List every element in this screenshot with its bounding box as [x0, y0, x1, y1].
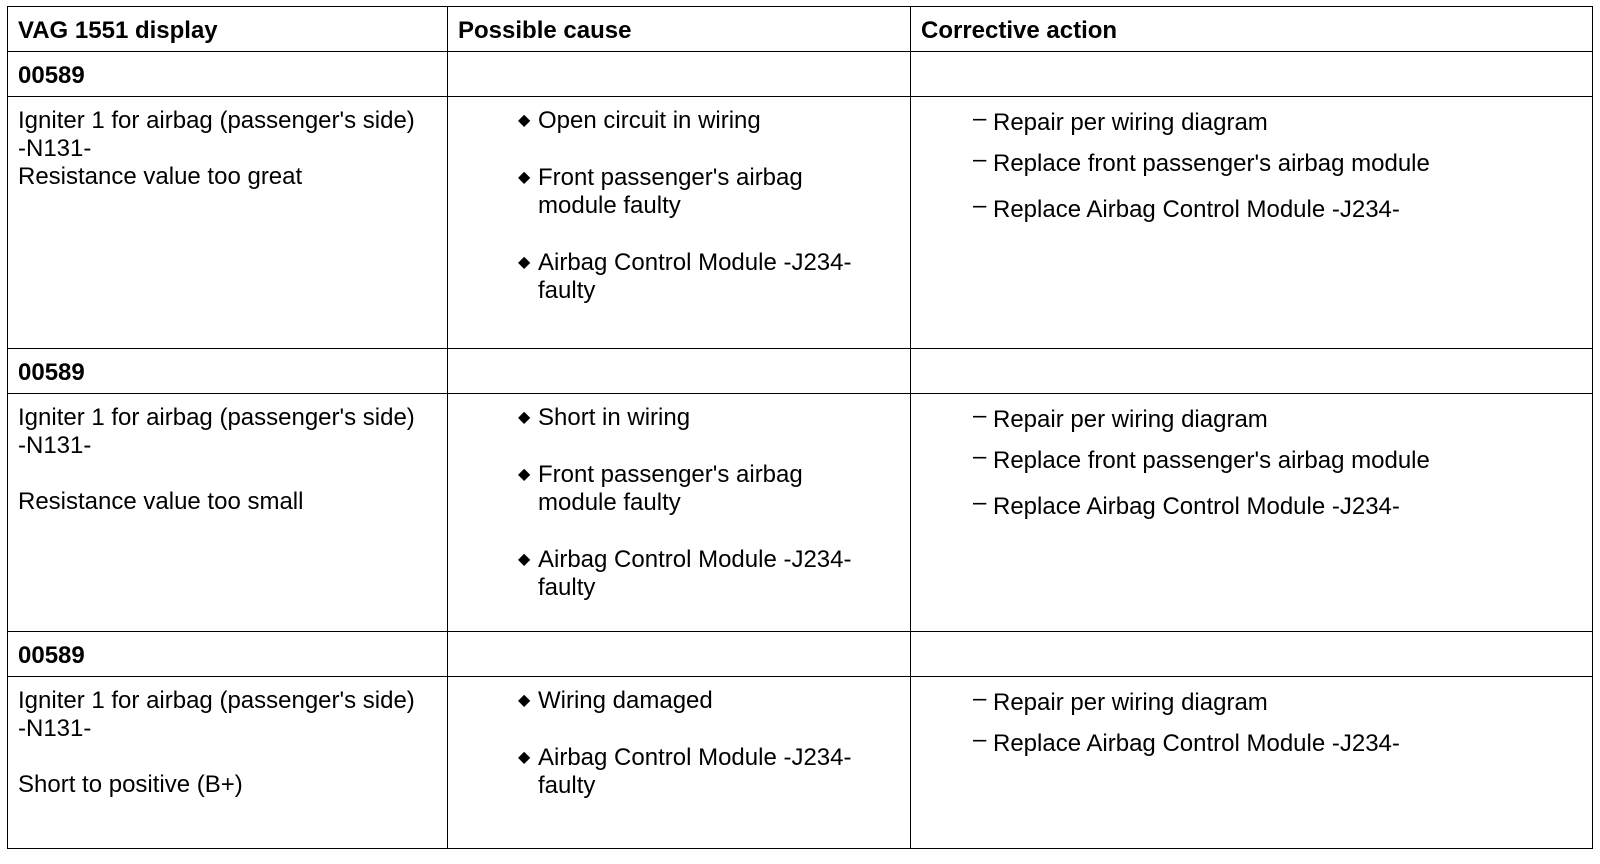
dash-bullet-icon: – [973, 443, 987, 470]
diamond-bullet-icon: ◆ [518, 466, 531, 483]
action-cell: –Repair per wiring diagram –Replace fron… [910, 96, 1593, 349]
cause-item: ◆Airbag Control Module -J234- faulty [518, 744, 852, 799]
action-item: –Replace Airbag Control Module -J234- [973, 192, 1400, 223]
action-list: –Repair per wiring diagram –Replace Airb… [911, 677, 1592, 758]
fault-type-text: Resistance value too great [18, 163, 303, 190]
fault-type-text: Resistance value too small [18, 488, 304, 515]
cause-item: ◆Front passenger's airbag module faulty [518, 164, 803, 219]
action-item: –Repair per wiring diagram [973, 105, 1268, 136]
dash-bullet-icon: – [973, 105, 987, 132]
dash-bullet-icon: – [973, 726, 987, 753]
dash-bullet-icon: – [973, 402, 987, 429]
action-item: –Repair per wiring diagram [973, 685, 1268, 716]
diamond-bullet-icon: ◆ [518, 692, 531, 709]
display-cell: Igniter 1 for airbag (passenger's side) … [7, 393, 448, 632]
diamond-bullet-icon: ◆ [518, 254, 531, 271]
cause-list: ◆Short in wiring ◆Front passenger's airb… [448, 394, 910, 602]
fault-code-cell: 00589 [7, 631, 448, 677]
fault-code-row: 00589 [7, 51, 1593, 97]
cause-cell: ◆Wiring damaged ◆Airbag Control Module -… [447, 676, 911, 849]
fault-code-cell: 00589 [7, 348, 448, 394]
cause-item: ◆Front passenger's airbag module faulty [518, 461, 803, 516]
fault-code-cell: 00589 [7, 51, 448, 97]
empty-cell [447, 631, 911, 677]
display-cell: Igniter 1 for airbag (passenger's side) … [7, 676, 448, 849]
action-item: –Repair per wiring diagram [973, 402, 1268, 433]
diamond-bullet-icon: ◆ [518, 112, 531, 129]
empty-cell [447, 51, 911, 97]
dash-bullet-icon: – [973, 489, 987, 516]
cause-item: ◆Airbag Control Module -J234- faulty [518, 546, 852, 601]
header-cause: Possible cause [447, 6, 911, 52]
fault-code: 00589 [18, 62, 85, 89]
cause-list: ◆Open circuit in wiring ◆Front passenger… [448, 97, 910, 305]
action-item: –Replace Airbag Control Module -J234- [973, 726, 1400, 757]
diamond-bullet-icon: ◆ [518, 749, 531, 766]
action-item: –Replace front passenger's airbag module [973, 443, 1430, 474]
header-row: VAG 1551 display Possible cause Correcti… [7, 6, 1593, 52]
cause-item: ◆Open circuit in wiring [518, 107, 761, 134]
header-action: Corrective action [910, 6, 1593, 52]
fault-detail-row: Igniter 1 for airbag (passenger's side) … [7, 676, 1593, 849]
fault-code-row: 00589 [7, 348, 1593, 394]
action-list: –Repair per wiring diagram –Replace fron… [911, 97, 1592, 224]
dash-bullet-icon: – [973, 685, 987, 712]
fault-detail-row: Igniter 1 for airbag (passenger's side) … [7, 393, 1593, 632]
action-item: –Replace Airbag Control Module -J234- [973, 489, 1400, 520]
cause-item: ◆Airbag Control Module -J234- faulty [518, 249, 852, 304]
fault-detail-row: Igniter 1 for airbag (passenger's side) … [7, 96, 1593, 349]
cause-cell: ◆Open circuit in wiring ◆Front passenger… [447, 96, 911, 349]
fault-code-row: 00589 [7, 631, 1593, 677]
component-text: Igniter 1 for airbag (passenger's side) … [18, 687, 415, 742]
fault-table: VAG 1551 display Possible cause Correcti… [7, 6, 1593, 849]
action-cell: –Repair per wiring diagram –Replace fron… [910, 393, 1593, 632]
action-list: –Repair per wiring diagram –Replace fron… [911, 394, 1592, 521]
cause-item: ◆Short in wiring [518, 404, 691, 431]
cause-cell: ◆Short in wiring ◆Front passenger's airb… [447, 393, 911, 632]
component-text: Igniter 1 for airbag (passenger's side) … [18, 404, 415, 459]
diamond-bullet-icon: ◆ [518, 409, 531, 426]
header-display: VAG 1551 display [7, 6, 448, 52]
empty-cell [910, 631, 1593, 677]
empty-cell [910, 51, 1593, 97]
diamond-bullet-icon: ◆ [518, 169, 531, 186]
action-item: –Replace front passenger's airbag module [973, 146, 1430, 177]
cause-list: ◆Wiring damaged ◆Airbag Control Module -… [448, 677, 910, 800]
cause-item: ◆Wiring damaged [518, 687, 713, 714]
fault-code: 00589 [18, 642, 85, 669]
dash-bullet-icon: – [973, 192, 987, 219]
empty-cell [447, 348, 911, 394]
display-cell: Igniter 1 for airbag (passenger's side) … [7, 96, 448, 349]
empty-cell [910, 348, 1593, 394]
fault-type-text: Short to positive (B+) [18, 771, 243, 798]
diamond-bullet-icon: ◆ [518, 551, 531, 568]
fault-code: 00589 [18, 359, 85, 386]
component-text: Igniter 1 for airbag (passenger's side) … [18, 107, 415, 162]
dash-bullet-icon: – [973, 146, 987, 173]
action-cell: –Repair per wiring diagram –Replace Airb… [910, 676, 1593, 849]
